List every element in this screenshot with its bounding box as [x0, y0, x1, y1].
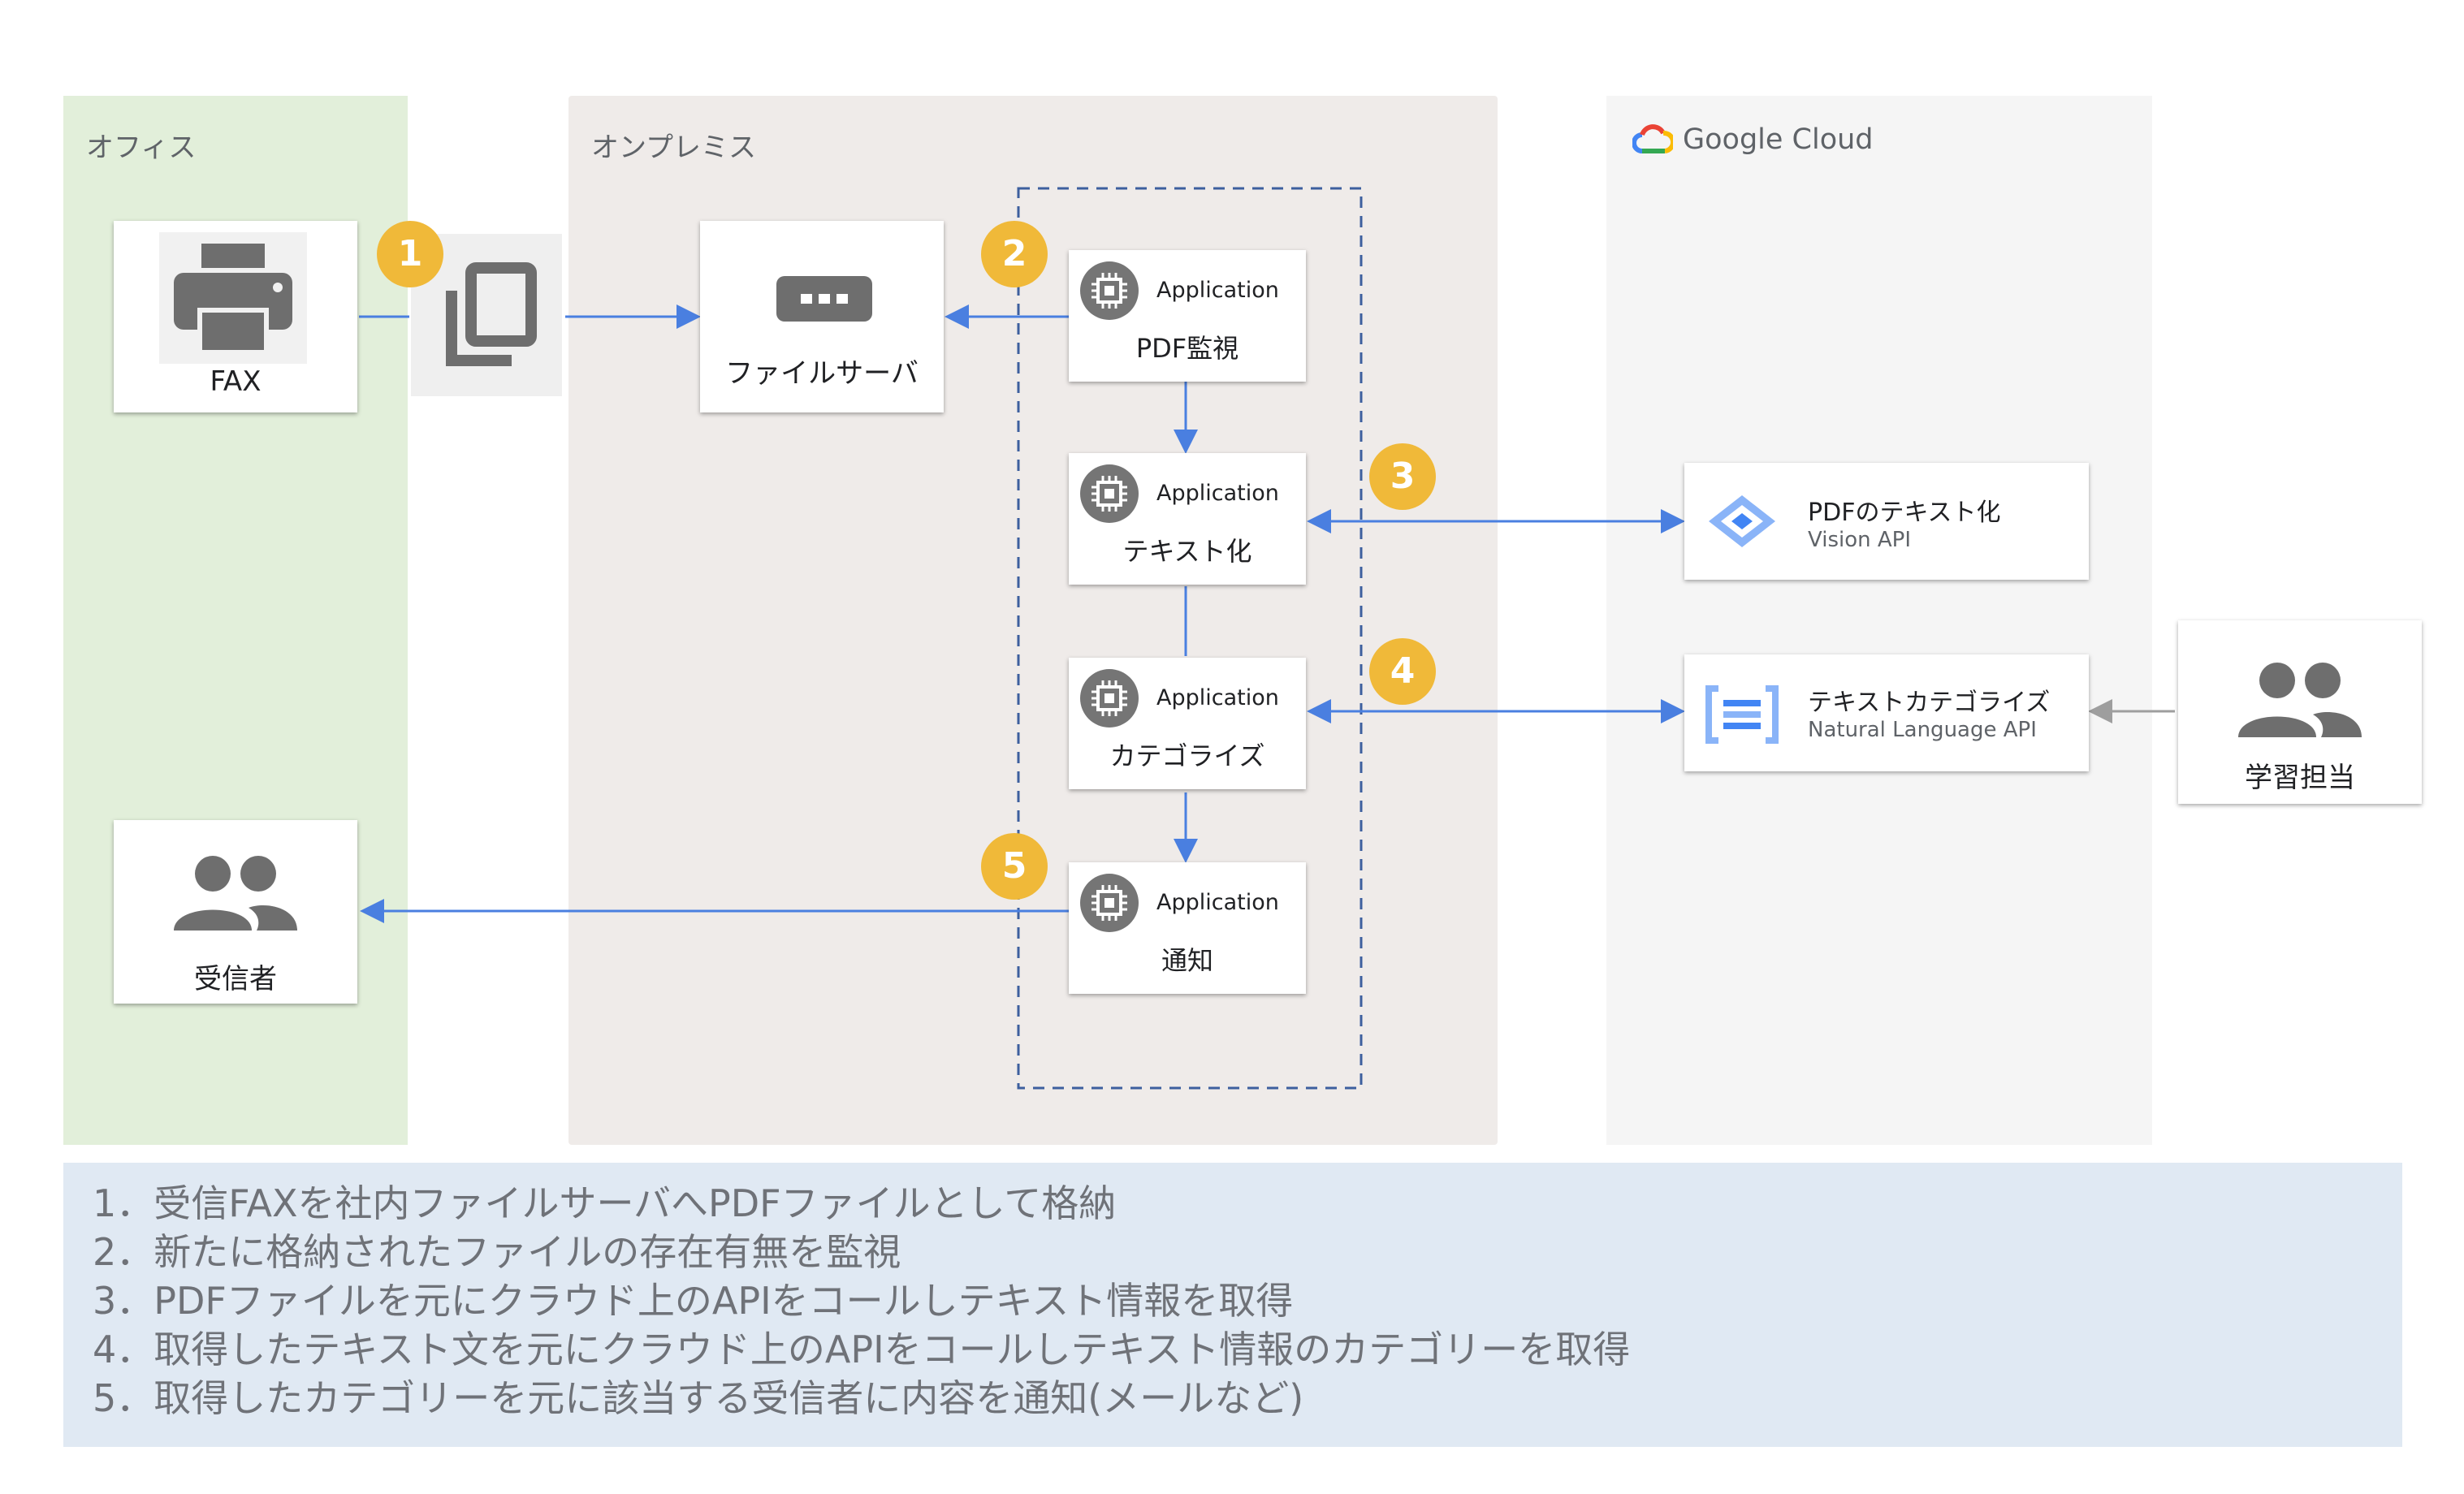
chip-icon [1080, 261, 1139, 320]
onprem-zone-label: オンプレミス [591, 132, 756, 164]
app-pdf-watch-title: Application [1156, 278, 1279, 303]
file-server-node[interactable]: ファイルサーバ [700, 221, 944, 412]
vision-api-title: PDFのテキスト化 [1808, 499, 2001, 527]
app-categorize-label: カテゴライズ [1109, 741, 1265, 771]
natural-language-api-subtitle: Natural Language API [1808, 718, 2037, 742]
app-categorize-title: Application [1156, 685, 1279, 710]
file-server-label: ファイルサーバ [725, 357, 919, 390]
step-note-3: 3．PDFファイルを元にクラウド上のAPIをコールしテキスト情報を取得 [93, 1279, 1294, 1323]
google-cloud-logo-icon [1632, 123, 1676, 159]
learner-label: 学習担当 [2245, 762, 2355, 794]
office-zone-label: オフィス [86, 132, 197, 164]
natural-language-api-title: テキストカテゴライズ [1808, 689, 2051, 717]
app-categorize-node[interactable]: Application カテゴライズ [1069, 658, 1306, 789]
recipients-label: 受信者 [194, 963, 277, 995]
step-badge-2: 2 [981, 221, 1048, 287]
vision-api-icon [1705, 492, 1779, 554]
copy-document-icon [427, 252, 549, 385]
app-notify-node[interactable]: Application 通知 [1069, 862, 1306, 994]
people-icon [171, 849, 300, 942]
step-note-5: 5．取得したカテゴリーを元に該当する受信者に内容を通知(メールなど) [93, 1376, 1304, 1420]
natural-language-api-node[interactable]: テキストカテゴライズ Natural Language API [1684, 654, 2089, 771]
app-notify-label: 通知 [1161, 945, 1213, 976]
chip-icon [1080, 874, 1139, 932]
step-badge-5: 5 [981, 833, 1048, 900]
step-note-4: 4．取得したテキスト文を元にクラウド上のAPIをコールしテキスト情報のカテゴリー… [93, 1328, 1631, 1371]
app-text-title: Application [1156, 481, 1279, 506]
step-badge-1: 1 [377, 221, 443, 287]
fax-node[interactable]: FAX [114, 221, 357, 412]
gcp-zone: Google Cloud [1606, 96, 2152, 1145]
chip-icon [1080, 669, 1139, 728]
vision-api-subtitle: Vision API [1808, 528, 1911, 552]
recipients-node[interactable]: 受信者 [114, 820, 357, 1004]
vision-api-node[interactable]: PDFのテキスト化 Vision API [1684, 463, 2089, 580]
printer-icon [159, 232, 307, 364]
steps-description-panel: 1．受信FAXを社内ファイルサーバへPDFファイルとして格納 2．新たに格納され… [63, 1163, 2402, 1447]
step-note-1: 1．受信FAXを社内ファイルサーバへPDFファイルとして格納 [93, 1181, 1117, 1225]
step-badge-3: 3 [1369, 443, 1436, 510]
natural-language-api-icon [1704, 685, 1780, 747]
gcp-zone-label: Google Cloud [1683, 123, 1874, 156]
app-pdf-watch-label: PDF監視 [1135, 333, 1239, 364]
server-icon [776, 276, 872, 325]
people-icon [2235, 656, 2365, 749]
app-text-node[interactable]: Application テキスト化 [1069, 453, 1306, 585]
app-notify-title: Application [1156, 890, 1279, 915]
app-group-border [1017, 187, 1363, 1090]
app-text-label: テキスト化 [1122, 536, 1252, 567]
chip-icon [1080, 464, 1139, 523]
step-badge-4: 4 [1369, 638, 1436, 705]
app-pdf-watch-node[interactable]: Application PDF監視 [1069, 250, 1306, 382]
learner-node[interactable]: 学習担当 [2178, 620, 2422, 804]
step-note-2: 2．新たに格納されたファイルの存在有無を監視 [93, 1230, 901, 1274]
fax-label: FAX [210, 365, 262, 398]
